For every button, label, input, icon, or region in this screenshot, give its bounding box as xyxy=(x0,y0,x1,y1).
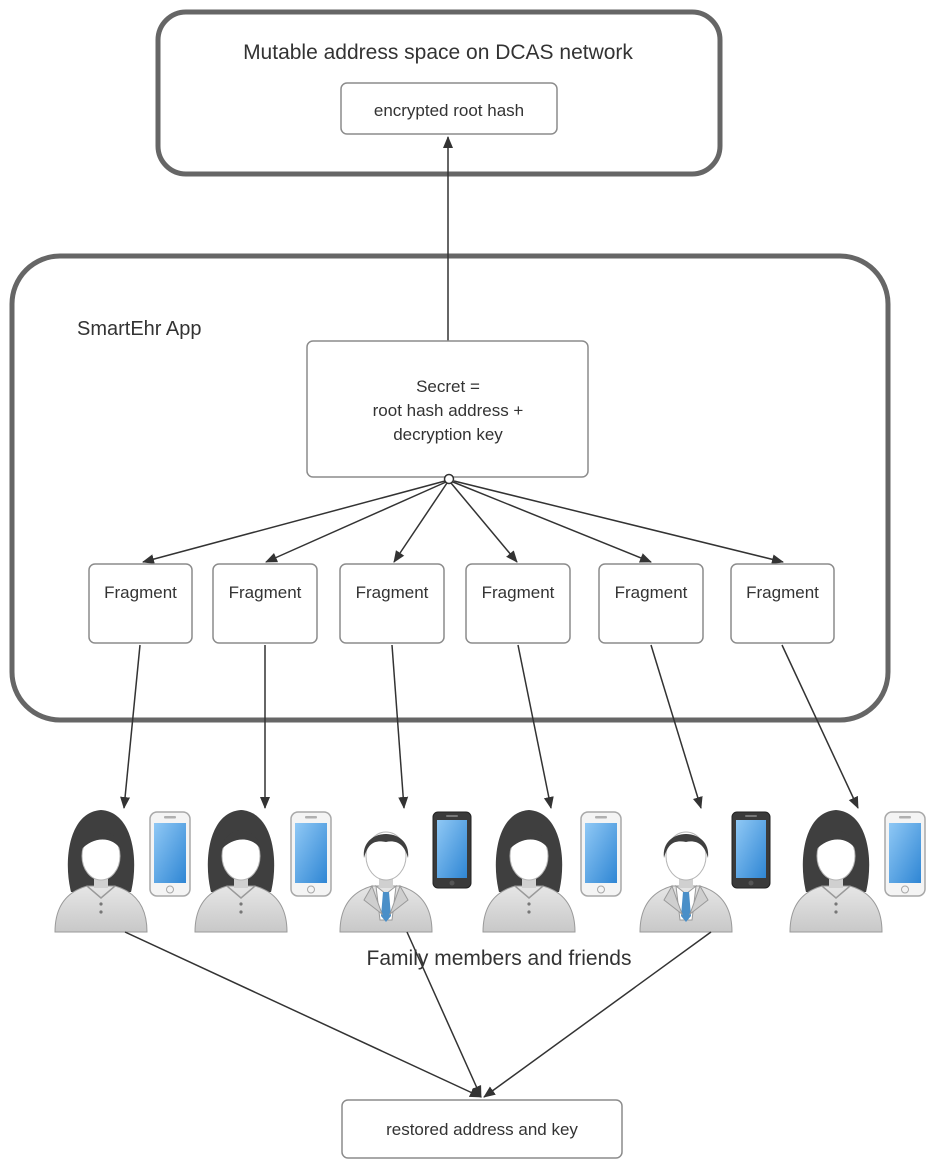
arrow-fragment-1-to-person-1 xyxy=(120,644,141,809)
woman-icon xyxy=(54,809,148,933)
fragment-box-2: Fragment xyxy=(212,563,318,644)
encrypted-root-hash-label: encrypted root hash xyxy=(374,101,524,120)
arrow-split-fragment-1 xyxy=(142,480,446,564)
dcas-network-title: Mutable address space on DCAS network xyxy=(243,41,633,64)
white-phone-icon xyxy=(149,811,191,897)
fragment-label-4: Fragment xyxy=(482,583,555,602)
arrow-fragment-3-to-person-3 xyxy=(391,644,409,809)
secret-line-3: decryption key xyxy=(393,425,503,444)
fragment-box-3: Fragment xyxy=(339,563,445,644)
fragment-label-1: Fragment xyxy=(104,583,177,602)
distribution-arrows xyxy=(120,644,859,809)
fragment-box-5: Fragment xyxy=(598,563,704,644)
woman-icon xyxy=(789,809,883,933)
person-6 xyxy=(789,809,926,933)
arrow-split-fragment-6 xyxy=(453,480,784,565)
man-icon xyxy=(339,831,433,933)
person-5 xyxy=(639,811,771,933)
person-2 xyxy=(194,809,332,933)
split-arrows xyxy=(142,480,784,565)
arrow-fragment-5-to-person-5 xyxy=(650,644,703,809)
person-4 xyxy=(482,809,622,933)
fragment-box-1: Fragment xyxy=(88,563,193,644)
secret-line-2: root hash address + xyxy=(373,401,524,420)
arrow-person-3-to-restored xyxy=(406,931,482,1098)
secret-box: Secret = root hash address + decryption … xyxy=(306,340,589,478)
family-members-caption: Family members and friends xyxy=(367,947,632,970)
secret-line-1: Secret = xyxy=(416,377,480,396)
smartehr-app-title: SmartEhr App xyxy=(77,318,202,340)
person-1 xyxy=(54,809,191,933)
restored-box-label: restored address and key xyxy=(386,1120,578,1139)
black-phone-icon xyxy=(432,811,472,889)
split-point xyxy=(443,473,455,485)
white-phone-icon xyxy=(884,811,926,897)
arrow-split-fragment-2 xyxy=(265,481,447,563)
person-3 xyxy=(339,811,472,933)
arrow-fragment-4-to-person-4 xyxy=(517,644,554,809)
man-icon xyxy=(639,831,733,933)
arrow-split-fragment-3 xyxy=(393,482,448,563)
fragment-box-6: Fragment xyxy=(730,563,835,644)
fragment-box-4: Fragment xyxy=(465,563,571,644)
white-phone-icon xyxy=(290,811,332,897)
encrypted-root-hash-box: encrypted root hash xyxy=(340,82,558,135)
woman-icon xyxy=(482,809,576,933)
arrow-fragment-6-to-person-6 xyxy=(781,644,859,809)
woman-icon xyxy=(194,809,288,933)
fragment-label-3: Fragment xyxy=(356,583,429,602)
fragment-label-2: Fragment xyxy=(229,583,302,602)
arrow-person-5-to-restored xyxy=(483,931,712,1098)
arrow-split-fragment-4 xyxy=(450,482,518,563)
fragment-label-6: Fragment xyxy=(746,583,819,602)
arrow-split-fragment-5 xyxy=(452,481,652,563)
restore-arrows xyxy=(124,931,712,1098)
fragment-label-5: Fragment xyxy=(615,583,688,602)
black-phone-icon xyxy=(731,811,771,889)
restored-box: restored address and key xyxy=(341,1099,623,1159)
arrow-person-1-to-restored xyxy=(124,931,482,1098)
smartehr-app-container: SmartEhr App xyxy=(9,253,891,723)
white-phone-icon xyxy=(580,811,622,897)
